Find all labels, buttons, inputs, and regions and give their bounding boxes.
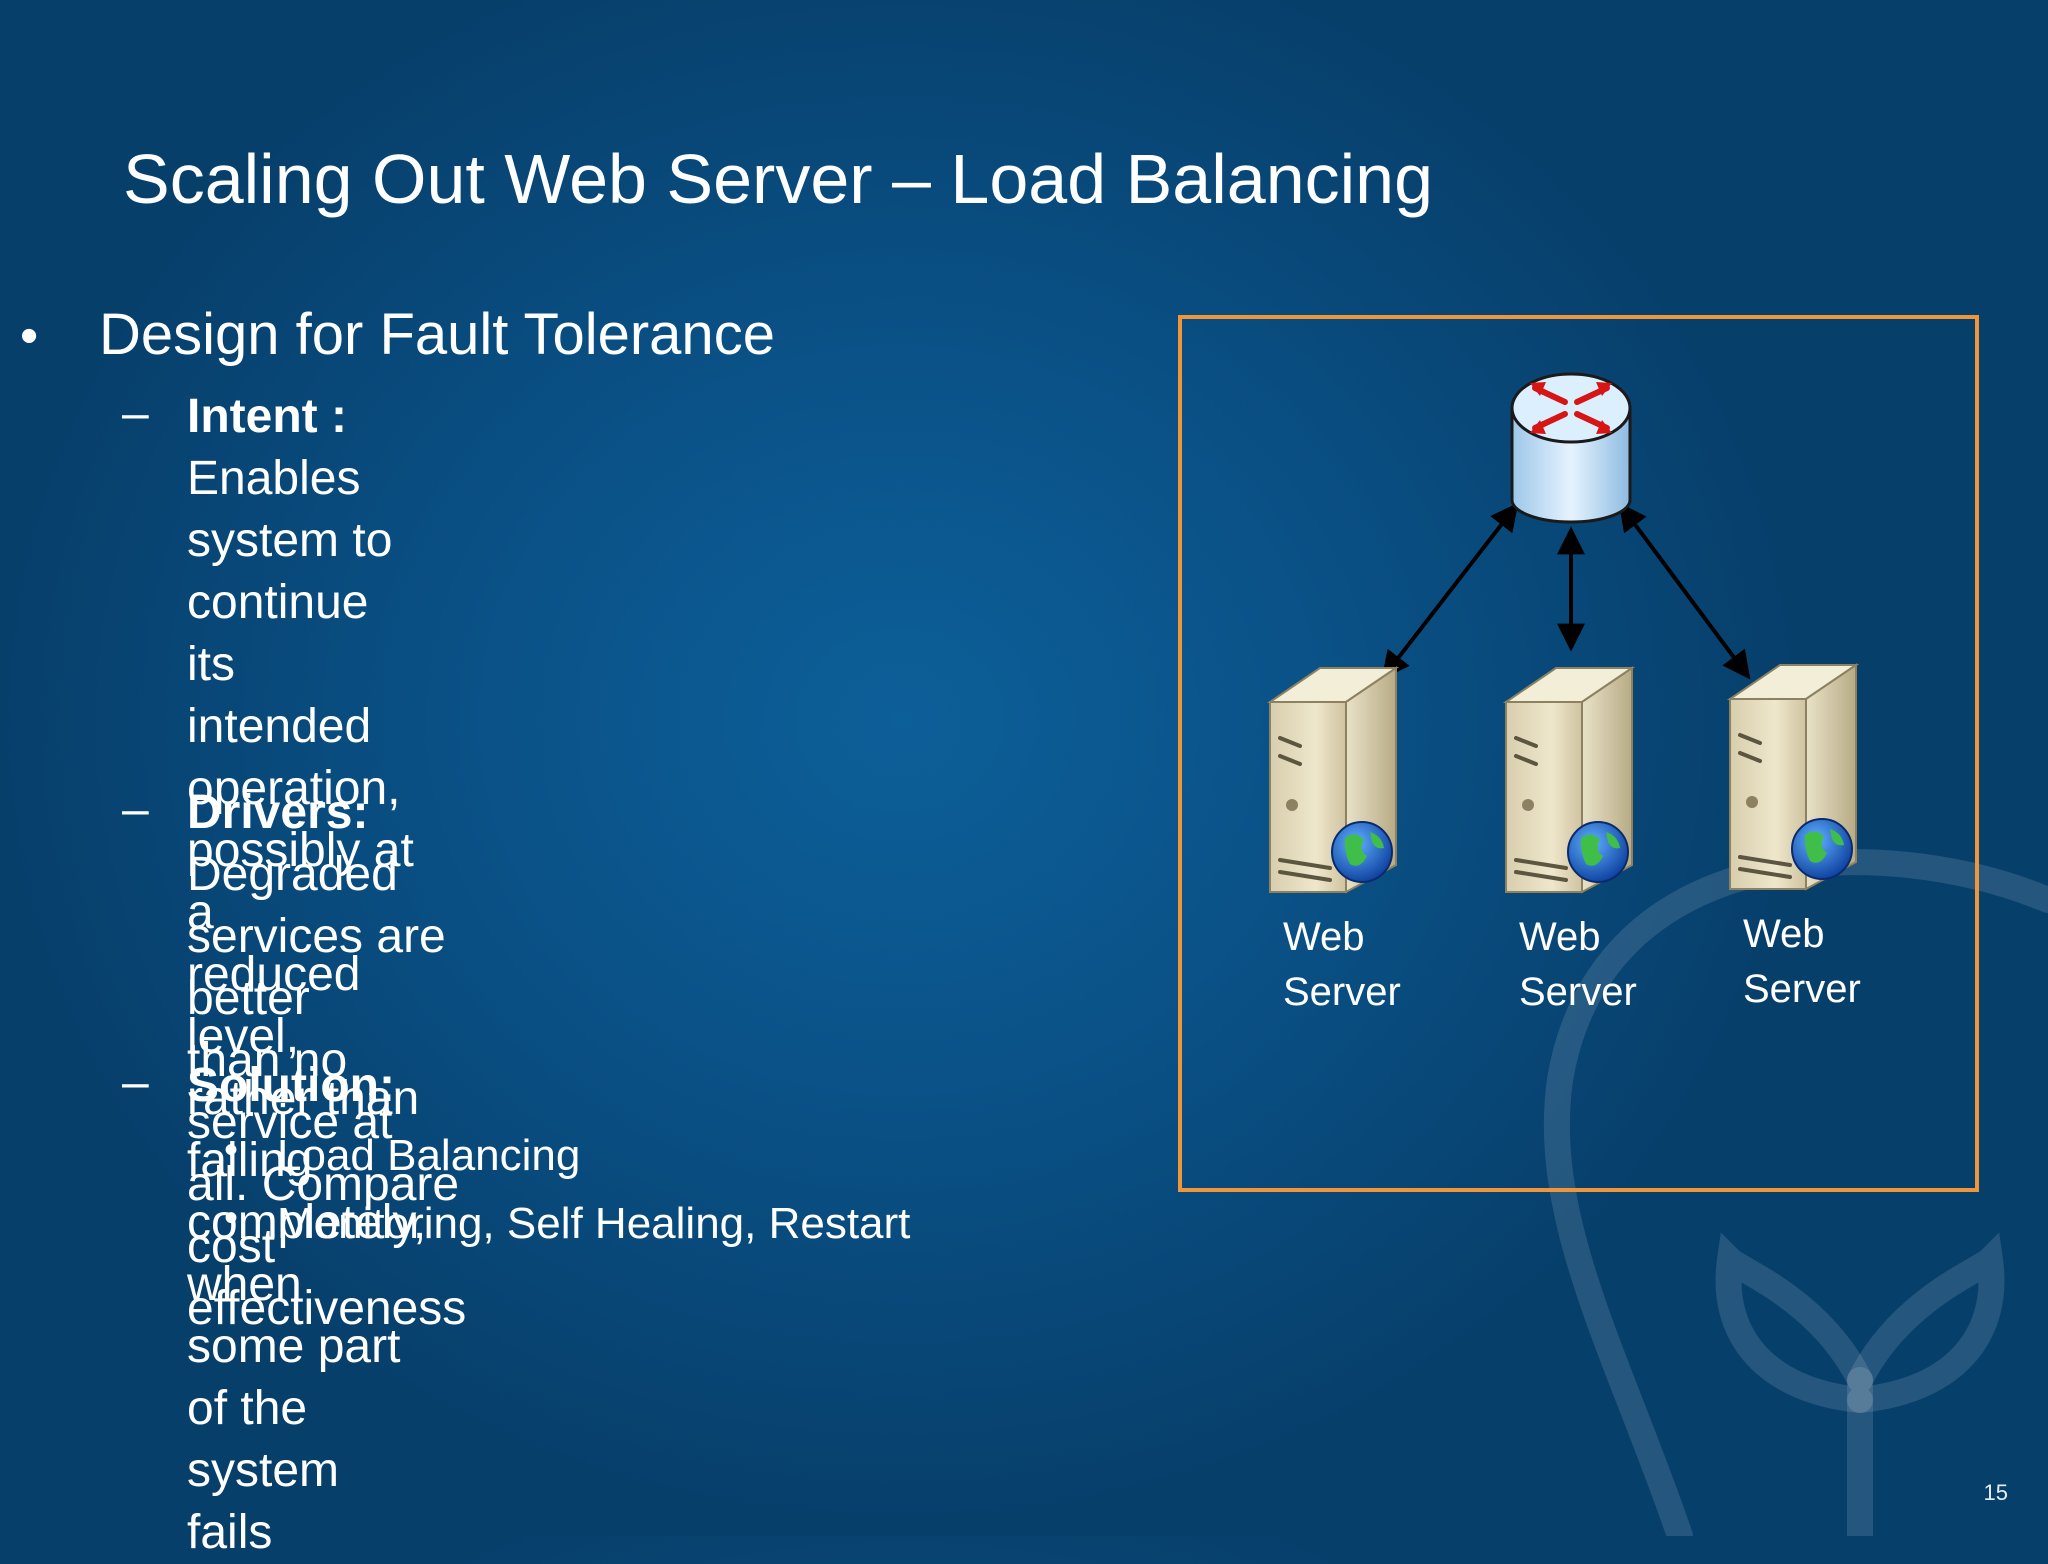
main-bullet: Design for Fault Tolerance — [99, 302, 775, 367]
bullet-icon: • — [20, 307, 39, 365]
server-icon — [1504, 666, 1634, 894]
server-icon — [1266, 666, 1400, 894]
solution-label: Solution: — [187, 1059, 395, 1112]
drivers-text-line: than no service at all. Compare cost — [187, 1034, 460, 1273]
bullet-icon: • — [224, 1196, 239, 1240]
drivers-block: Drivers: Degraded services are better th… — [187, 782, 466, 1340]
server-label: Web Server — [1283, 910, 1401, 1020]
drivers-label: Drivers: — [187, 786, 369, 839]
dash-icon: – — [122, 387, 149, 440]
server-icon — [1728, 663, 1858, 891]
slide-title: Scaling Out Web Server – Load Balancing — [123, 140, 1434, 218]
server-label-line: Server — [1519, 970, 1637, 1014]
solution-item: Load Balancing — [277, 1131, 581, 1180]
intent-text-line: reduced level, rather than failing — [187, 948, 420, 1187]
server-label-line: Web — [1743, 912, 1825, 956]
diagram-frame — [1178, 315, 1979, 1192]
intent-text-line: completely, when some part of the — [187, 1196, 427, 1435]
server-label-line: Server — [1283, 970, 1401, 1014]
server-label: Web Server — [1743, 907, 1861, 1017]
server-label: Web Server — [1519, 910, 1637, 1020]
intent-text-line: Enables system to continue its — [187, 452, 393, 691]
drivers-text-line: effectiveness — [187, 1282, 467, 1335]
arrow-left — [1381, 502, 1519, 680]
solution-item: Monitoring, Self Healing, Restart — [277, 1199, 911, 1248]
server-label-line: Web — [1283, 915, 1365, 959]
connector-arrows — [1381, 502, 1751, 680]
server-label-line: Web — [1519, 915, 1601, 959]
server-label-line: Server — [1743, 967, 1861, 1011]
dash-icon: – — [122, 1056, 149, 1109]
arrow-right — [1618, 502, 1751, 680]
slide-number: 15 — [1983, 1480, 2008, 1505]
intent-label: Intent : — [187, 390, 347, 443]
globe-icon — [1331, 821, 1393, 883]
bullet-icon: • — [224, 1128, 239, 1172]
drivers-text-line: Degraded services are better — [187, 848, 446, 1025]
intent-text-line: intended operation, possibly at a — [187, 700, 414, 939]
intent-text-line: system fails — [187, 1444, 340, 1559]
intent-block: Intent : Enables system to continue its … — [187, 386, 426, 1564]
router-icon — [1510, 372, 1632, 524]
dash-icon: – — [122, 783, 149, 836]
